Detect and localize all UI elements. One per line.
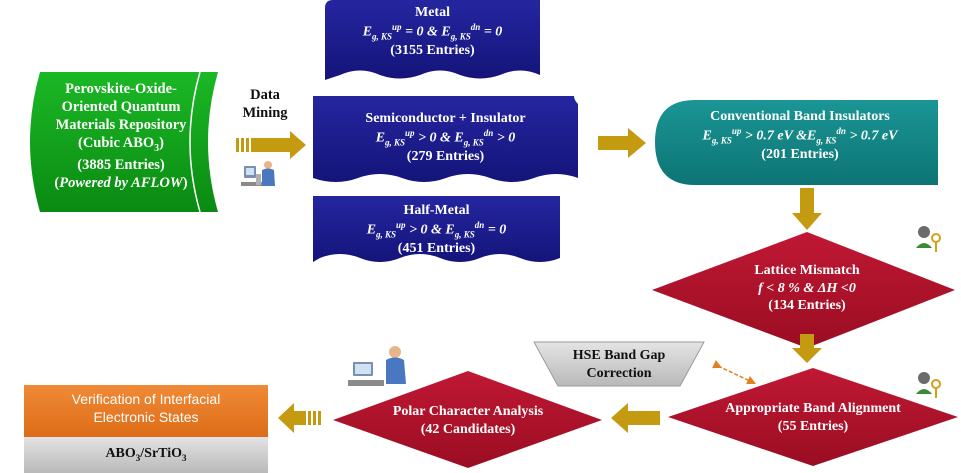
- key-user-icon: [916, 372, 941, 398]
- lattice-title: Lattice Mismatch: [754, 263, 860, 278]
- band-alignment-diamond: [668, 368, 958, 466]
- metal-label: Metal Eg, KSup = 0 & Eg, KSdn = 0 (3155 …: [325, 4, 540, 60]
- metal-title: Metal: [415, 5, 450, 20]
- interface-label: ABO3/SrTiO3: [105, 446, 187, 463]
- semiconductor-entries: (279 Entries): [406, 149, 485, 165]
- half-metal-entries: (451 Entries): [397, 241, 476, 257]
- repository-line: Oriented Quantum: [61, 99, 181, 116]
- repository-line: (Cubic ABO3): [78, 135, 164, 155]
- metal-entries: (3155 Entries): [390, 43, 475, 59]
- half-metal-title: Half-Metal: [403, 203, 470, 218]
- hse-shape: [533, 341, 705, 387]
- polar-diamond: [333, 371, 602, 468]
- semiconductor-formula: Eg, KSup > 0 & Eg, KSdn > 0: [375, 127, 516, 147]
- polar-title: Polar Character Analysis: [392, 404, 544, 419]
- lattice-label: Lattice Mismatch f < 8 % & ΔH <0 (134 En…: [707, 262, 907, 315]
- arrow-to-lattice: [792, 188, 822, 230]
- key-user-icon: [916, 226, 941, 252]
- repository-line: Perovskite-Oxide-: [65, 81, 177, 97]
- arrow-to-polar: [611, 403, 660, 433]
- semiconductor-label: Semiconductor + Insulator Eg, KSup > 0 &…: [313, 110, 578, 166]
- half-metal-label: Half-Metal Eg, KSup > 0 & Eg, KSdn = 0 (…: [313, 202, 560, 258]
- hse-link-arrow: [712, 360, 757, 385]
- data-mining-arrow: [236, 131, 306, 159]
- repository-line: Materials Repository: [55, 117, 187, 134]
- analyst-icon: [348, 346, 406, 386]
- band-insulators-formula: Eg, KSup > 0.7 eV &Eg, KSdn > 0.7 eV: [702, 125, 898, 145]
- band-alignment-label: Appropriate Band Alignment (55 Entries): [693, 400, 933, 435]
- repository-line: (3885 Entries): [77, 156, 165, 173]
- arrow-to-band-insulators: [598, 128, 646, 158]
- verification-header-box: [24, 385, 268, 437]
- arrow-to-band-alignment: [792, 334, 822, 363]
- polar-label: Polar Character Analysis (42 Candidates): [358, 403, 578, 438]
- metal-formula: Eg, KSup = 0 & Eg, KSdn = 0: [362, 21, 503, 41]
- band-alignment-title: Appropriate Band Alignment: [725, 401, 901, 416]
- band-insulators-entries: (201 Entries): [761, 147, 839, 163]
- lattice-entries: (134 Entries): [768, 298, 846, 313]
- verification-label: Verification of Interfacial Electronic S…: [71, 391, 221, 425]
- semiconductor-title: Semiconductor + Insulator: [365, 111, 526, 126]
- computer-user-icon: [241, 161, 275, 186]
- lattice-formula: f < 8 % & ΔH <0: [758, 280, 856, 296]
- hse-label: HSE Band Gap Correction: [572, 348, 666, 381]
- semiconductor-shape: [313, 96, 578, 182]
- half-metal-shape: [313, 196, 560, 262]
- band-alignment-entries: (55 Entries): [777, 418, 849, 434]
- repository-line: (Powered by AFLOW): [54, 174, 188, 191]
- verification-interface-box: [24, 437, 268, 473]
- band-insulators-title: Conventional Band Insulators: [710, 109, 890, 124]
- repository-shape: [30, 72, 218, 212]
- lattice-diamond: [652, 232, 955, 348]
- band-insulators-shape: [655, 100, 938, 185]
- data-mining-label: Data Mining: [242, 87, 288, 122]
- repository-shape-edge: [189, 71, 201, 213]
- band-insulators-label: Conventional Band Insulators Eg, KSup > …: [662, 108, 938, 164]
- polar-entries: (42 Candidates): [420, 421, 516, 437]
- half-metal-formula: Eg, KSup > 0 & Eg, KSdn = 0: [366, 219, 507, 239]
- arrow-to-verification: [278, 403, 321, 433]
- metal-shape: [325, 0, 540, 80]
- repository-label: Perovskite-Oxide- Oriented Quantum Mater…: [28, 80, 214, 192]
